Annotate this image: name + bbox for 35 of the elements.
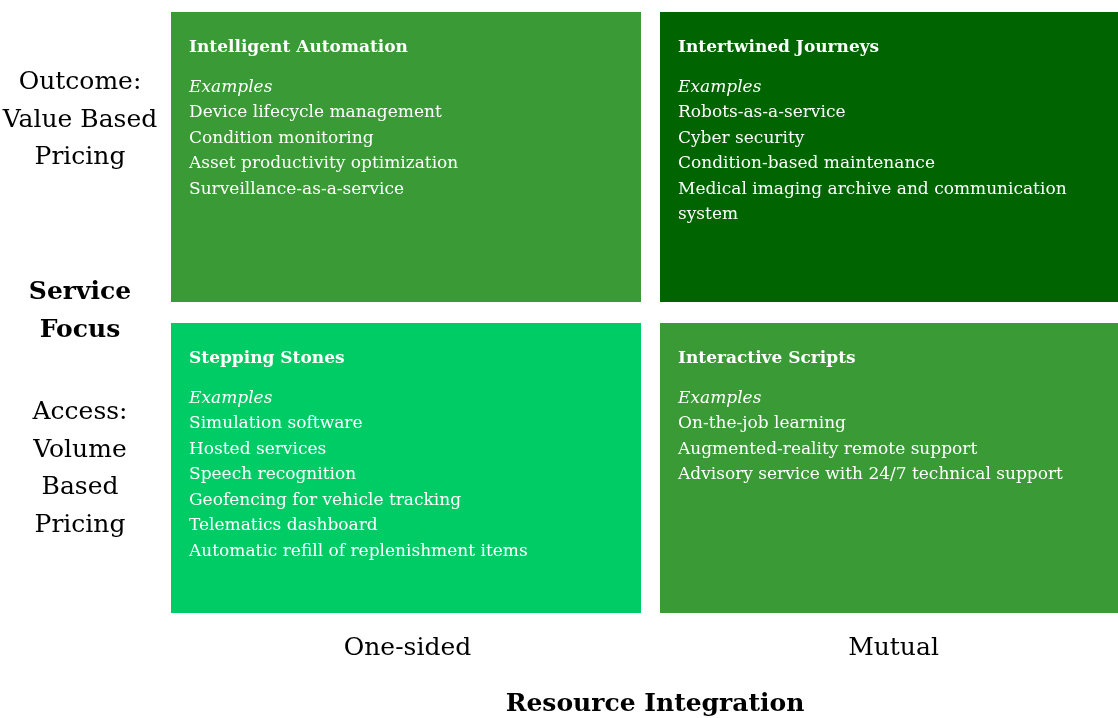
axis-value-label: One-sided — [342, 631, 473, 663]
examples-label: Examples — [678, 74, 762, 98]
example-item: Surveillance-as-a-service — [189, 176, 405, 200]
examples-label: Examples — [189, 74, 273, 98]
quadrant-panel — [660, 12, 1118, 302]
example-item: Speech recognition — [189, 462, 357, 485]
example-item: Automatic refill of replenishment items — [189, 538, 528, 562]
axis-value-label: Access: Volume Based Pricing — [31, 395, 129, 540]
quadrant-panel — [171, 12, 641, 302]
example-item: Augmented-reality remote support — [678, 436, 978, 460]
quadrant-panel — [660, 323, 1118, 613]
panel-heading: Intertwined Journeys — [678, 35, 880, 58]
axis-value-label: Mutual — [847, 631, 940, 663]
example-item: Advisory service with 24/7 technical support — [678, 462, 1063, 485]
panel-heading: Stepping Stones — [189, 346, 345, 369]
example-item: Cyber security — [678, 125, 805, 149]
axis-value-label: Outcome: Value Based Pricing — [1, 65, 159, 172]
example-item: Geofencing for vehicle tracking — [189, 487, 462, 511]
example-item: Simulation software — [189, 411, 363, 434]
example-item: On-the-job learning — [678, 411, 846, 434]
examples-label: Examples — [678, 385, 762, 409]
axis-title: Service Focus — [27, 275, 133, 345]
axis-title: Resource Integration — [504, 687, 806, 718]
example-item: Telematics dashboard — [189, 513, 378, 536]
example-item: Hosted services — [189, 436, 327, 460]
example-item: Condition monitoring — [189, 125, 374, 149]
example-item: Medical imaging archive and communication system — [678, 176, 1068, 225]
panel-heading: Intelligent Automation — [189, 35, 408, 58]
example-item: Asset productivity optimization — [189, 151, 459, 174]
example-item: Device lifecycle management — [189, 100, 442, 123]
example-item: Condition-based maintenance — [678, 151, 935, 174]
panel-heading: Interactive Scripts — [678, 346, 856, 369]
quadrant-panel — [171, 323, 641, 613]
examples-label: Examples — [189, 385, 273, 409]
example-item: Robots-as-a-service — [678, 100, 846, 123]
